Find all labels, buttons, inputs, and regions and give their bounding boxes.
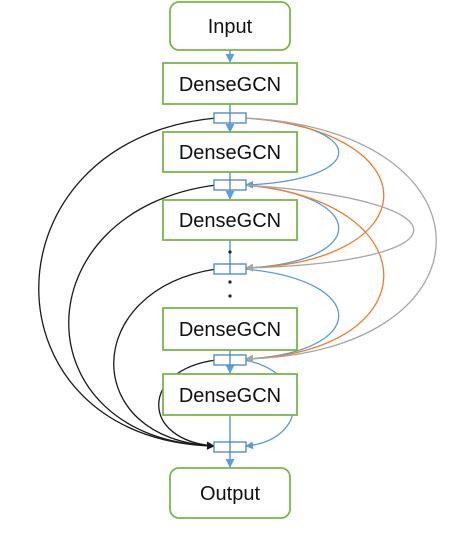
gray-skip-curves bbox=[243, 117, 437, 363]
input-node: Input bbox=[169, 1, 291, 51]
densegcn-label-4: DenseGCN bbox=[179, 319, 281, 341]
densegcn-label-2: DenseGCN bbox=[179, 142, 281, 164]
input-label: Input bbox=[208, 16, 253, 38]
densegcn-label-1: DenseGCN bbox=[179, 74, 281, 96]
junction-5 bbox=[213, 441, 247, 453]
densegcn-label-5: DenseGCN bbox=[179, 385, 281, 407]
orange-skip-curves bbox=[243, 117, 385, 363]
junction-3 bbox=[213, 263, 247, 275]
junction-boxes bbox=[213, 112, 247, 453]
densegcn-label-3: DenseGCN bbox=[179, 210, 281, 232]
output-node: Output bbox=[169, 467, 291, 519]
junction-4 bbox=[213, 354, 247, 366]
densegcn-block-2: DenseGCN bbox=[162, 131, 298, 173]
densegcn-block-4: DenseGCN bbox=[162, 307, 298, 351]
densegcn-block-1: DenseGCN bbox=[162, 62, 298, 105]
junction-1 bbox=[213, 112, 247, 124]
output-label: Output bbox=[200, 483, 260, 505]
black-skip-curves bbox=[38, 117, 217, 450]
densegcn-block-5: DenseGCN bbox=[162, 373, 298, 416]
ellipsis-dots bbox=[228, 250, 232, 298]
densegcn-block-3: DenseGCN bbox=[162, 199, 298, 241]
junction-2 bbox=[213, 179, 247, 191]
